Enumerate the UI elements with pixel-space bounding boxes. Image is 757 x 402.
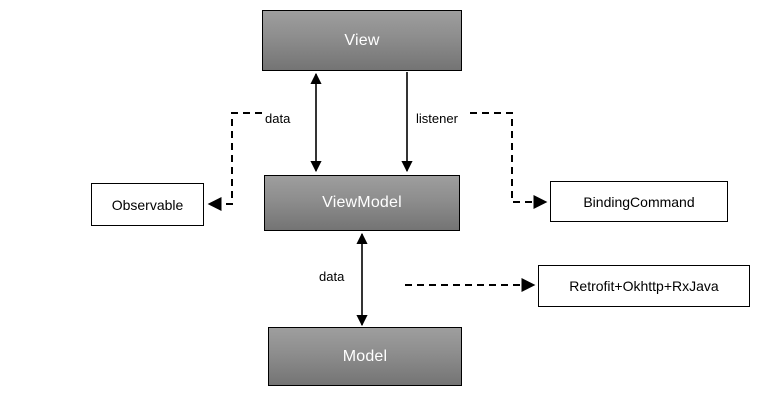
node-model[interactable]: Model [268,327,462,386]
edge-label-data-observable: data [265,111,291,126]
node-view-label: View [344,31,380,49]
node-observable-label: Observable [111,196,184,213]
node-network-label: Retrofit+Okhttp+RxJava [569,278,719,294]
node-model-label: Model [342,347,388,365]
node-bindingcommand[interactable]: BindingCommand [550,181,728,222]
node-observable[interactable]: Observable [91,183,204,226]
node-viewmodel[interactable]: ViewModel [264,175,460,231]
edge-listener-bindingcommand [470,112,548,209]
node-viewmodel-label: ViewModel [322,194,402,211]
node-view[interactable]: View [262,10,462,71]
node-bindingcommand-label: BindingCommand [583,193,695,210]
node-network[interactable]: Retrofit+Okhttp+RxJava [538,265,750,307]
edge-label-data-model: data [319,269,345,284]
edge-data-observable [207,112,262,211]
edge-label-listener: listener [416,111,458,126]
